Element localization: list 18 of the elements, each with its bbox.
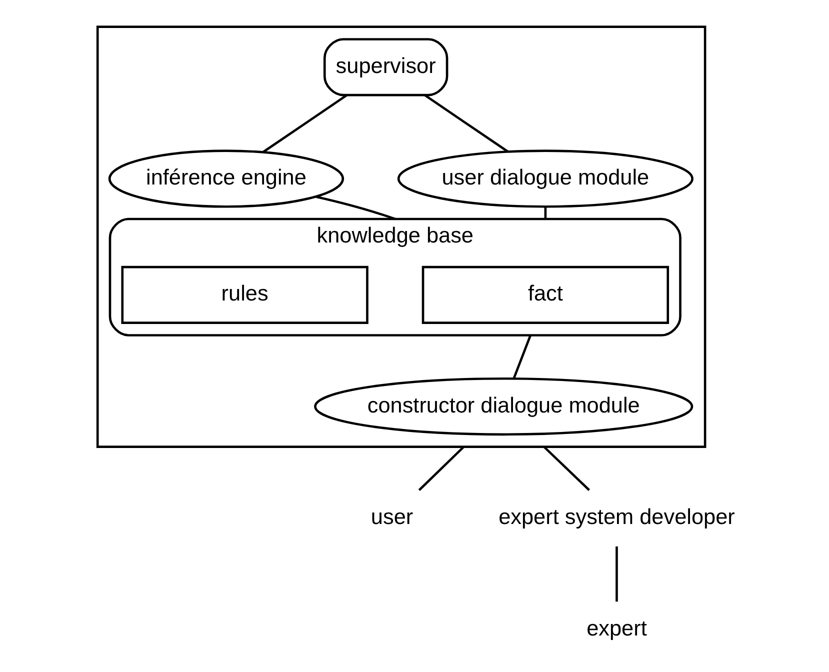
connector xyxy=(512,334,532,379)
connector xyxy=(418,446,465,491)
connector xyxy=(316,196,396,220)
node-ellipse: inférence engine xyxy=(108,150,344,208)
cluster xyxy=(96,26,706,448)
connector xyxy=(424,94,509,153)
node-box: supervisor xyxy=(323,38,448,96)
connector xyxy=(616,546,618,602)
connector xyxy=(543,446,590,491)
node-box: fact xyxy=(422,266,670,324)
connector xyxy=(544,207,547,219)
node-text: user xyxy=(370,504,414,529)
node-box: rules xyxy=(121,266,368,324)
node-ellipse: constructor dialogue module xyxy=(314,377,694,436)
node-text: expert xyxy=(586,615,647,640)
connector xyxy=(262,94,348,153)
node-text: expert system developer xyxy=(498,504,735,529)
node-ellipse: user dialogue module xyxy=(397,150,694,208)
